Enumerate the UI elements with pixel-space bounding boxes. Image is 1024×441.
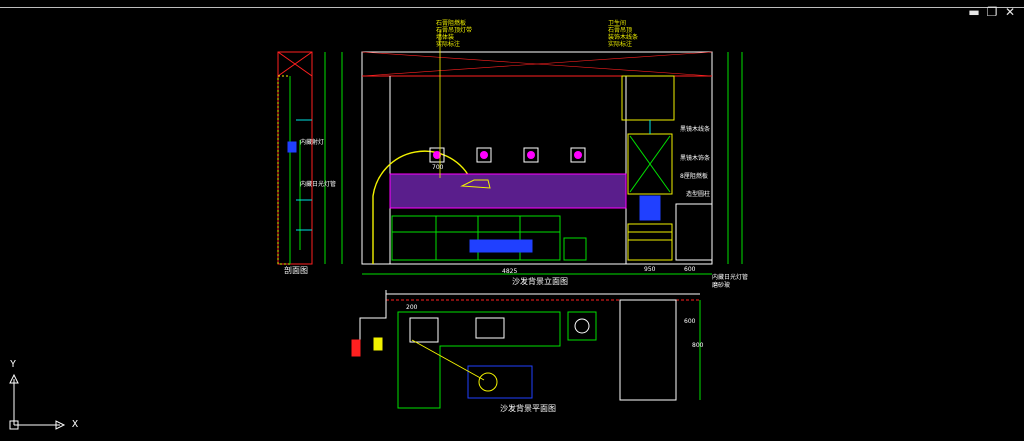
plan-title: 沙发背景平面图 (500, 404, 556, 413)
ceiling-note-4: 实际标注 (436, 41, 461, 48)
right-note-4: 造型圆柱 (686, 191, 711, 198)
x-axis-label: X (72, 419, 79, 430)
dim-total-width: 4825 (502, 268, 518, 275)
dim-right-b: 600 (684, 266, 696, 273)
dim-plan-v2: 800 (692, 342, 704, 349)
section-view-title: 剖面图 (284, 266, 308, 275)
right-note-2: 黑镜木饰条 (680, 155, 711, 162)
elevation-title: 沙发背景立面图 (512, 277, 568, 286)
y-axis-label: Y (10, 359, 17, 370)
restore-icon[interactable]: ❐ (986, 5, 998, 19)
ceiling-note-2: 石膏吊顶灯带 (436, 27, 473, 34)
minimize-icon[interactable]: ▬ (968, 5, 980, 19)
top-right-note-2: 石膏吊顶 (608, 27, 633, 34)
window-controls: ▬ ❐ ✕ (968, 6, 1016, 18)
top-right-note-1: 卫生间 (608, 20, 627, 27)
title-bar: ▬ ❐ ✕ (0, 0, 1024, 26)
bottom-right-note-2: 磨砂玻 (712, 282, 731, 289)
section-view (277, 51, 343, 265)
ceiling-note-3: 墙体装 (436, 34, 455, 41)
dim-plan-small: 200 (406, 304, 418, 311)
dim-plan-v1: 600 (684, 318, 696, 325)
side-light-label-1: 内藏射灯 (300, 139, 325, 146)
title-bar-divider (0, 7, 1024, 8)
top-right-note-3: 装饰木线条 (608, 34, 639, 41)
elevation-view (361, 30, 743, 275)
bottom-right-note-1: 内藏日光灯管 (712, 274, 749, 281)
right-note-1: 黑镜木线条 (680, 126, 711, 133)
right-note-3: 8厘阻燃板 (680, 173, 708, 180)
close-icon[interactable]: ✕ (1004, 5, 1016, 19)
plan-view (351, 290, 701, 409)
ucs-icon: Y X (0, 357, 90, 437)
top-right-note-4: 实际标注 (608, 41, 633, 48)
side-light-label-2: 内藏日光灯管 (300, 181, 337, 188)
dim-arch: 700 (432, 164, 444, 171)
ucs-axes-icon (9, 373, 66, 430)
dim-right-a: 950 (644, 266, 656, 273)
ceiling-note-1: 石膏阻燃板 (436, 20, 467, 27)
